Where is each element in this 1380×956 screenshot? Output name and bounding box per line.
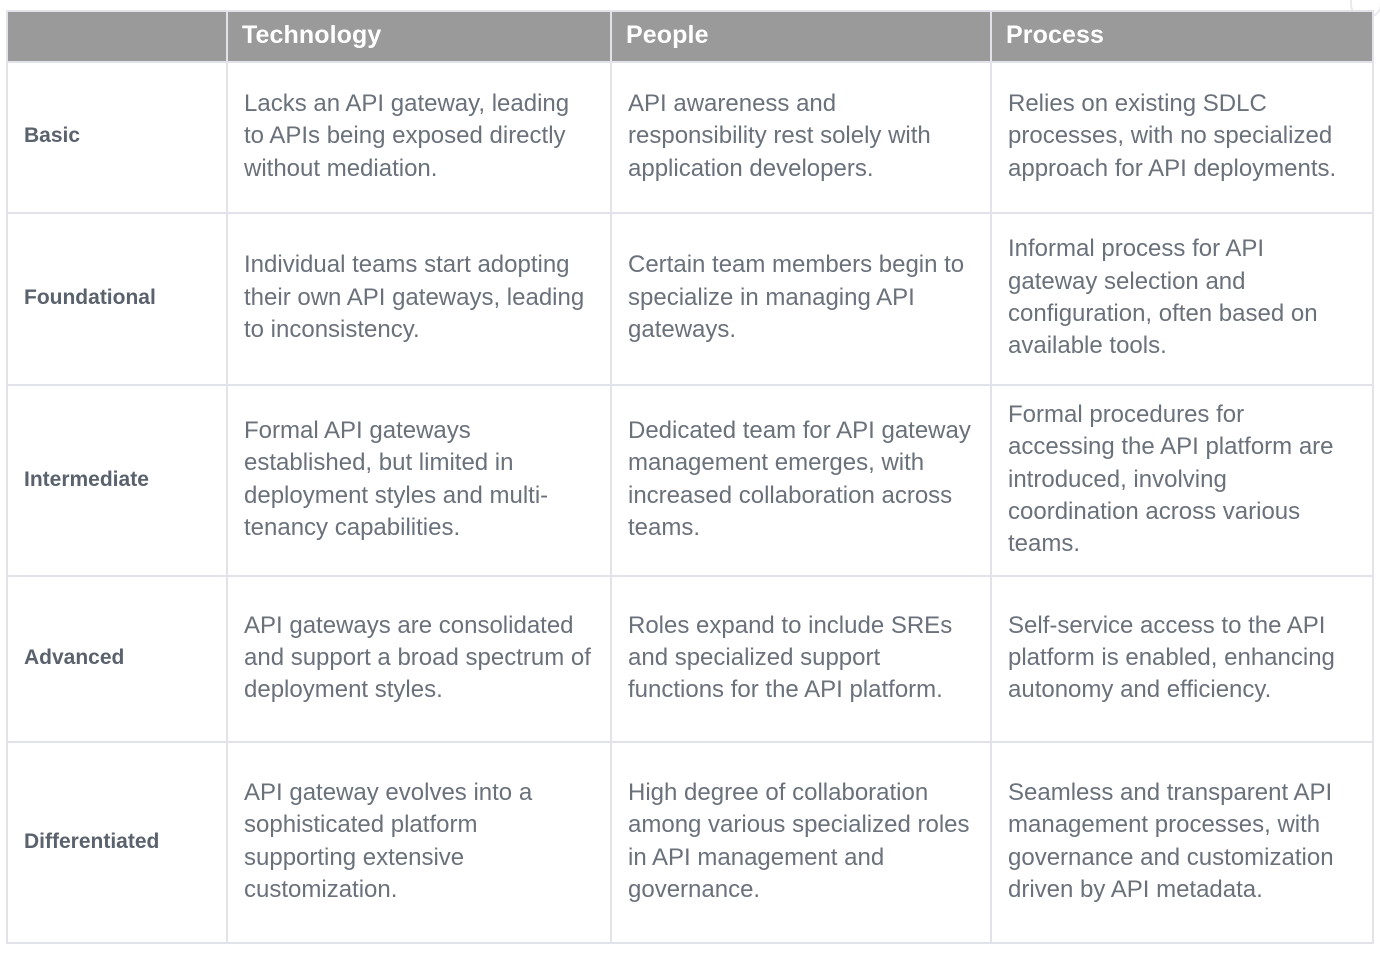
cell-basic-process: Relies on existing SDLC processes, with … — [991, 62, 1374, 214]
cell-advanced-process: Self-service access to the API platform … — [991, 576, 1374, 744]
table-row: Basic Lacks an API gateway, leading to A… — [6, 62, 1374, 214]
table-row: Foundational Individual teams start adop… — [6, 212, 1374, 387]
row-label-differentiated: Differentiated — [6, 742, 228, 944]
row-label-intermediate: Intermediate — [6, 385, 228, 578]
column-header-technology: Technology — [227, 10, 612, 63]
column-header-stage — [6, 10, 228, 63]
cell-intermediate-technology: Formal API gateways established, but lim… — [227, 385, 612, 578]
column-header-people: People — [611, 10, 992, 63]
cell-differentiated-process: Seamless and transparent API management … — [991, 742, 1374, 944]
cell-basic-people: API awareness and responsibility rest so… — [611, 62, 992, 214]
cell-intermediate-people: Dedicated team for API gateway managemen… — [611, 385, 992, 578]
column-header-process: Process — [991, 10, 1374, 63]
cell-differentiated-people: High degree of collaboration among vario… — [611, 742, 992, 944]
maturity-table-container: Technology People Process Basic Lacks an… — [6, 10, 1374, 944]
row-label-basic: Basic — [6, 62, 228, 214]
table-body: Basic Lacks an API gateway, leading to A… — [6, 62, 1374, 944]
table-row: Differentiated API gateway evolves into … — [6, 742, 1374, 944]
cell-foundational-people: Certain team members begin to specialize… — [611, 212, 992, 387]
cell-advanced-people: Roles expand to include SREs and special… — [611, 576, 992, 744]
row-label-foundational: Foundational — [6, 212, 228, 387]
header-row: Technology People Process — [6, 10, 1374, 63]
table-header: Technology People Process — [6, 10, 1374, 63]
cell-foundational-process: Informal process for API gateway selecti… — [991, 212, 1374, 387]
table-row: Intermediate Formal API gateways establi… — [6, 385, 1374, 578]
cell-foundational-technology: Individual teams start adopting their ow… — [227, 212, 612, 387]
cell-advanced-technology: API gateways are consolidated and suppor… — [227, 576, 612, 744]
cell-differentiated-technology: API gateway evolves into a sophisticated… — [227, 742, 612, 944]
cell-basic-technology: Lacks an API gateway, leading to APIs be… — [227, 62, 612, 214]
cell-intermediate-process: Formal procedures for accessing the API … — [991, 385, 1374, 578]
api-maturity-model-table: Technology People Process Basic Lacks an… — [6, 10, 1374, 944]
table-row: Advanced API gateways are consolidated a… — [6, 576, 1374, 744]
row-label-advanced: Advanced — [6, 576, 228, 744]
